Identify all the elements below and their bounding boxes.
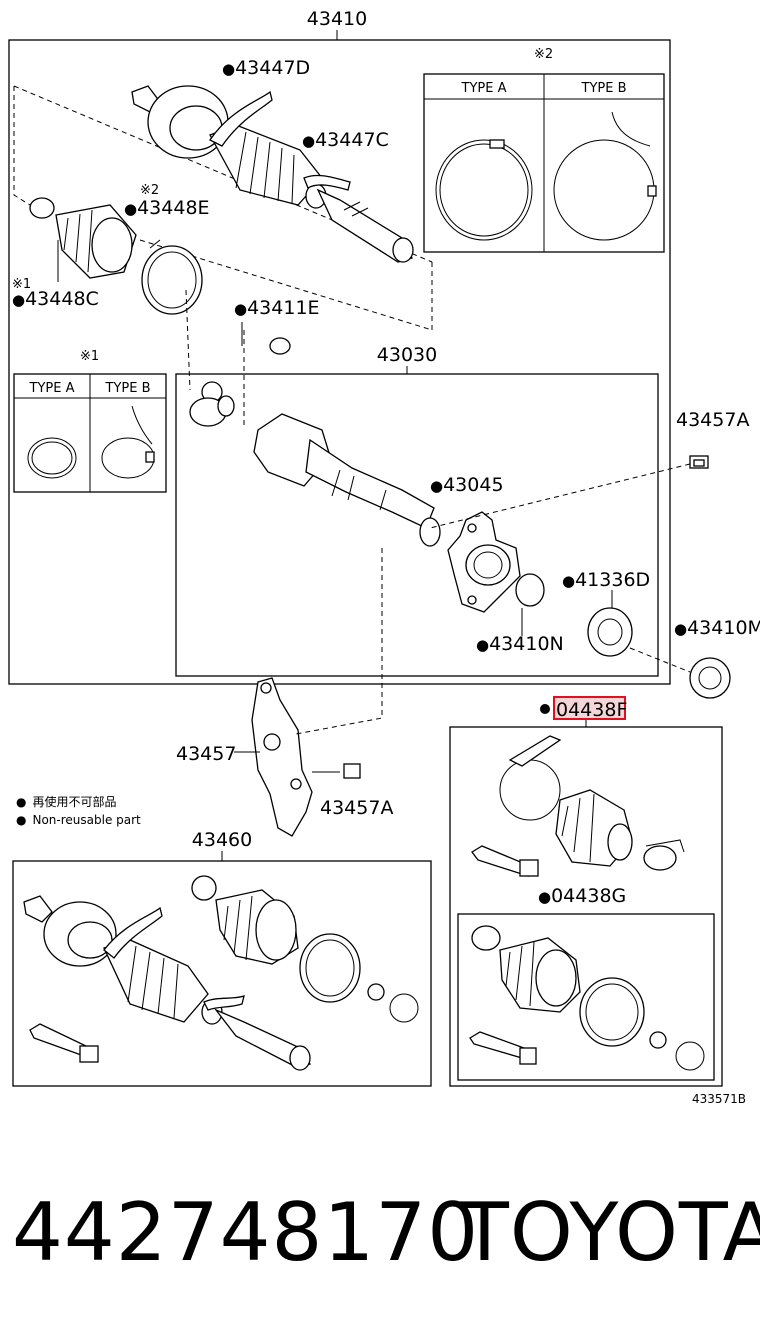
type-a-top: TYPE A (461, 81, 507, 96)
boot-kit-g-parts (469, 925, 705, 1071)
note-mark2-top: ※2 (534, 47, 553, 62)
label-43448C[interactable]: ●43448C (12, 288, 99, 310)
legend-en: ●Non-reusable part (16, 813, 141, 827)
inboard-joint (189, 381, 441, 547)
dashed-leader (13, 86, 31, 206)
type-table-left (13, 373, 167, 493)
bolt-43457A-top (689, 455, 709, 469)
label-43457[interactable]: 43457 (176, 743, 236, 765)
label-43460[interactable]: 43460 (192, 829, 252, 851)
note-mark2-e: ※2 (140, 183, 159, 198)
type-b-top: TYPE B (581, 81, 627, 96)
boot-clamp-43447D (209, 90, 273, 147)
label-43448E[interactable]: ●43448E (124, 197, 210, 219)
part-number: 442748170 (12, 1186, 480, 1279)
type-table-top (423, 73, 665, 253)
inboard-joint-frame-43030 (175, 373, 659, 677)
oil-seal-43410M (689, 657, 731, 699)
label-43447C[interactable]: ●43447C (302, 129, 389, 151)
label-43457A-mid[interactable]: 43457A (320, 797, 393, 819)
snap-ring-43411E (269, 337, 291, 355)
boot-clamp-43447C (303, 174, 351, 191)
type-b-left: TYPE B (105, 381, 151, 396)
brand-name: TOYOTA (460, 1186, 760, 1279)
label-43457A-top[interactable]: 43457A (676, 409, 749, 431)
label-43045[interactable]: ●43045 (430, 474, 504, 496)
bearing-bracket-43045 (447, 511, 521, 613)
label-43447D[interactable]: ●43447D (222, 57, 310, 79)
label-43410M[interactable]: ●43410M (674, 617, 760, 639)
drawing-code: 433571B (692, 1092, 746, 1106)
snap-ring-43410N (515, 573, 545, 607)
oil-seal-41336D (587, 607, 633, 657)
bullet-04438F (540, 704, 550, 714)
label-41336D[interactable]: ●41336D (562, 569, 650, 591)
assembly-frame-43410 (8, 39, 671, 685)
bracket-43457 (251, 677, 313, 837)
label-43410[interactable]: 43410 (307, 8, 367, 30)
highlight-box-04438F (553, 696, 626, 720)
boot-kit-f-parts (471, 735, 685, 877)
label-43411E[interactable]: ●43411E (234, 297, 320, 319)
boot-kit-frame-04438G (457, 913, 715, 1081)
type-a-left: TYPE A (29, 381, 75, 396)
second-shaft-assembly (23, 875, 419, 1071)
legend-jp: ●再使用不可部品 (16, 794, 117, 809)
label-43030[interactable]: 43030 (377, 344, 437, 366)
label-04438F[interactable]: 04438F (556, 699, 627, 721)
small-clamp-ring (29, 197, 55, 219)
note-mark1-box: ※1 (80, 349, 99, 364)
label-04438G[interactable]: ●04438G (538, 885, 626, 907)
boot-band-43448E (141, 245, 203, 315)
bolt-43457A-mid (312, 763, 361, 779)
note-mark1-c: ※1 (12, 277, 31, 292)
outboard-shaft-assembly (131, 85, 414, 263)
label-43410N[interactable]: ●43410N (476, 633, 564, 655)
